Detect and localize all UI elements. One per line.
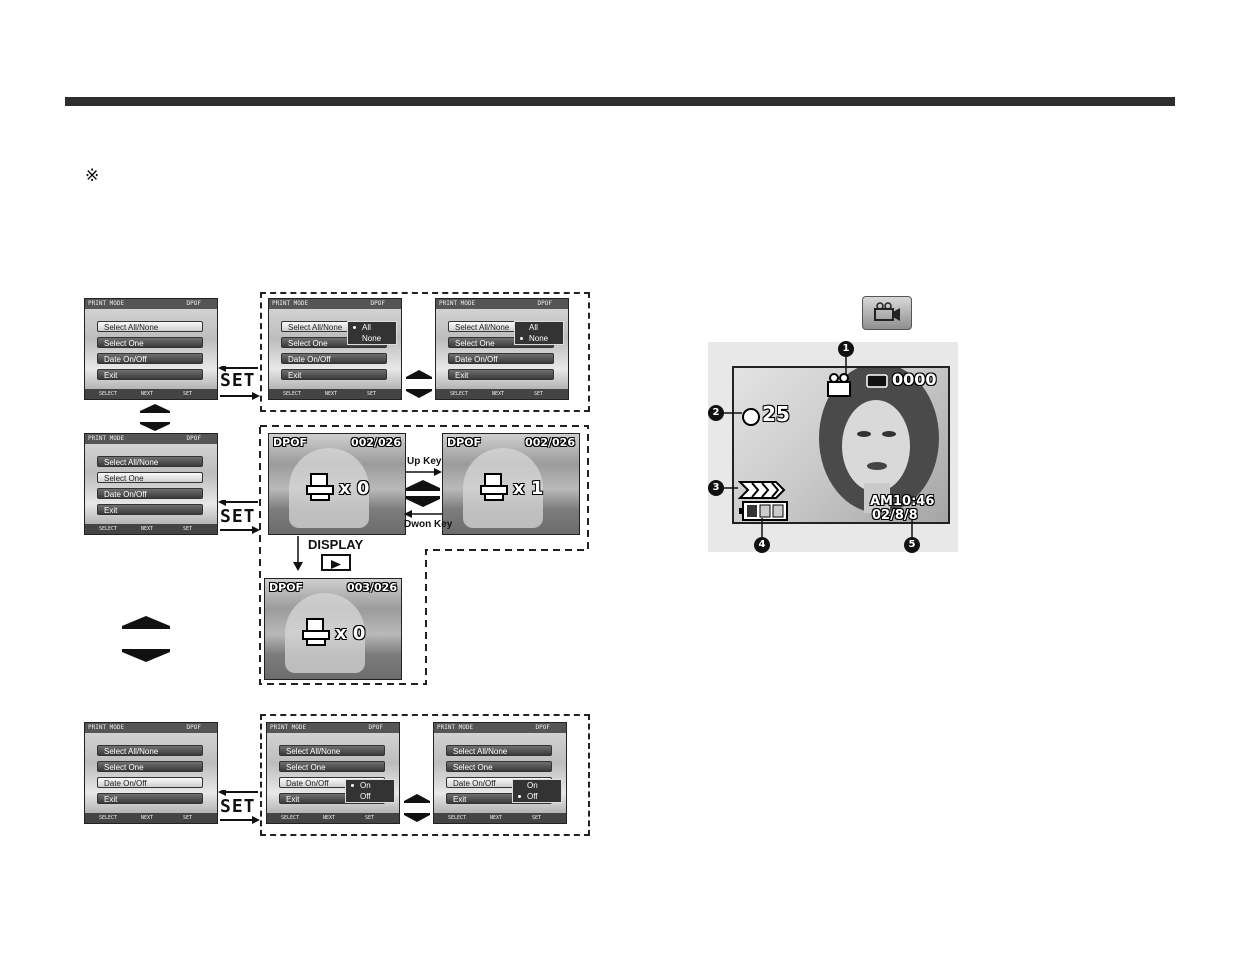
menu-item-exit[interactable]: Exit [448,369,554,380]
battery-icon [739,501,788,521]
menu-item-select-one[interactable]: Select One [446,761,552,772]
menu-item-date[interactable]: Date On/Off [97,488,203,499]
up-down-arrow-icon [406,370,432,398]
printer-icon [302,618,330,646]
up-down-key-arrows [404,468,442,518]
dashed-group-on-off [260,714,590,836]
zoom-indicator-icon [738,481,786,499]
menu-item-exit[interactable]: Exit [97,504,203,515]
menu-item-select-one[interactable]: Select One [97,337,203,348]
movie-camera-icon [874,302,900,321]
menu-item-select-one[interactable]: Select One [97,761,203,772]
menu-item-select-all[interactable]: Select All/None [279,745,385,756]
dashed-group-dpof [259,425,589,685]
set-label: SET [220,796,256,817]
display-label: DISPLAY [308,537,364,552]
dpof-screen-1: DPOF 002/026 x 0 [268,433,406,535]
callout-line [722,487,738,489]
menu-item-select-all[interactable]: Select All/None [97,745,203,756]
callout-line [911,520,913,538]
down-arrow-icon [293,536,303,571]
menu-item-date[interactable]: Date On/Off [97,777,203,788]
memory-card-icon [866,374,888,388]
callout-line [722,412,742,414]
selected-dot-icon [518,795,521,798]
selected-dot-icon [353,326,356,329]
callout-5: 5 [904,537,920,553]
popup-all-none[interactable]: All None [514,321,564,345]
bidirectional-arrow-icon [218,790,260,824]
menu-item-date[interactable]: Date On/Off [97,353,203,364]
dpof-screen-2: DPOF 002/026 x 1 [442,433,580,535]
selected-dot-icon [520,337,523,340]
menu-item-select-one[interactable]: Select One [279,761,385,772]
popup-all-none[interactable]: All None [347,321,397,345]
callout-4: 4 [754,537,770,553]
play-icon [331,560,341,569]
set-label: SET [220,370,256,391]
bidirectional-arrow-icon [218,500,260,534]
frame-counter: 0000 [892,370,937,389]
menu-item-date[interactable]: Date On/Off [448,353,554,364]
up-down-arrow-icon [122,616,170,662]
printer-icon [306,473,334,501]
callout-line [845,356,847,374]
menu-item-select-all[interactable]: Select All/None [446,745,552,756]
dpof-screen-3: DPOF 003/026 x 0 [264,578,402,680]
menu-item-exit[interactable]: Exit [281,369,387,380]
up-down-arrow-icon [404,794,430,822]
display-button[interactable] [321,554,351,571]
popup-on-off[interactable]: On Off [345,779,395,803]
movie-camera-icon [827,373,851,397]
up-key-label: Up Key [407,456,442,467]
shots-remaining-icon [742,408,760,426]
callout-2: 2 [708,405,724,421]
callout-3: 3 [708,480,724,496]
selected-dot-icon [351,784,354,787]
clock-date: 02/8/8 [872,508,918,523]
menu-item-date[interactable]: Date On/Off [281,353,387,364]
menu-item-select-all[interactable]: Select All/None [97,321,203,332]
shots-remaining: 25 [762,402,790,426]
reference-mark: ※ [85,166,100,186]
clock-time: AM10:46 [870,494,935,509]
popup-on-off[interactable]: On Off [512,779,562,803]
down-key-label: Dwon Key [404,519,453,530]
up-down-arrow-icon [140,404,170,431]
bidirectional-arrow-icon [218,366,260,400]
lcd-screen: 0000 25 AM10:46 02/8/8 [732,366,950,524]
menu-item-exit[interactable]: Exit [97,369,203,380]
menu-item-select-one[interactable]: Select One [97,472,203,483]
callout-1: 1 [838,341,854,357]
portrait-photo [819,368,939,513]
set-label: SET [220,506,256,527]
printer-icon [480,473,508,501]
movie-mode-button[interactable] [862,296,912,330]
menu-item-exit[interactable]: Exit [97,793,203,804]
menu-item-select-all[interactable]: Select All/None [97,456,203,467]
top-rule [65,97,1175,106]
callout-line [761,518,763,538]
dashed-group-all-none [260,292,590,412]
